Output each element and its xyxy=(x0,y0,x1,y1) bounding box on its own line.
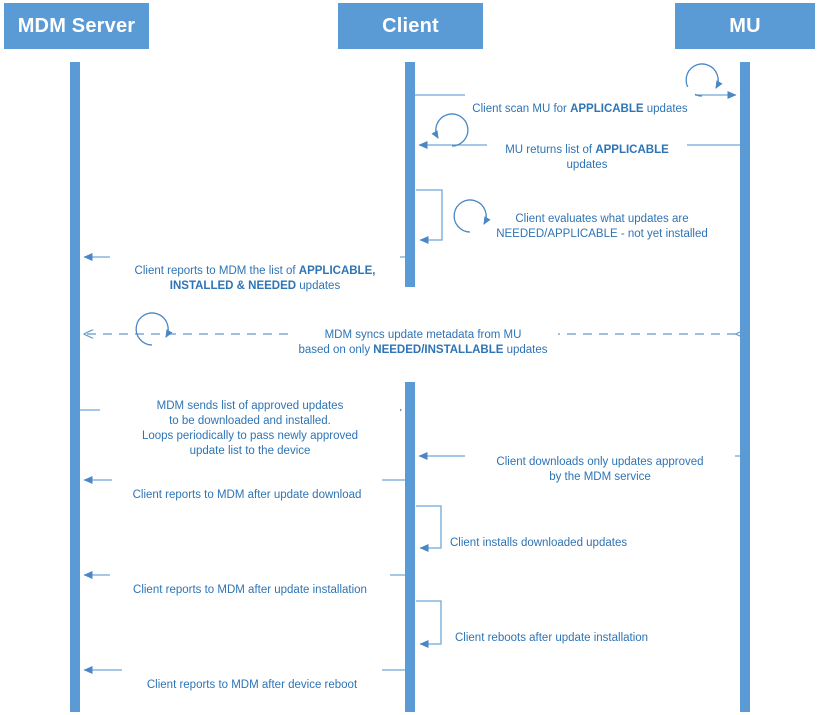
message-label-m5: MDM syncs update metadata from MU based … xyxy=(288,313,558,358)
message-text-m8: Client reports to MDM after update downl… xyxy=(132,489,362,501)
actor-label-client: Client xyxy=(382,14,439,37)
lifeline-mdm-server xyxy=(70,62,80,712)
message-text-m2-b: APPLICABLE xyxy=(595,144,669,156)
actor-label-mu: MU xyxy=(729,14,761,37)
message-text-m4-c: updates xyxy=(296,280,341,292)
message-text-m5-c: updates xyxy=(503,344,548,356)
self-loop-icon-m3 xyxy=(453,199,491,233)
message-text-m6: MDM sends list of approved updates to be… xyxy=(141,400,359,457)
self-loop-icon-m5 xyxy=(135,312,173,346)
message-text-m1-a: Client scan MU for xyxy=(472,103,571,115)
message-label-m2: MU returns list of APPLICABLE updates xyxy=(487,128,687,173)
message-text-m1-c: updates xyxy=(643,103,688,115)
message-label-m10: Client reports to MDM after update insta… xyxy=(110,568,390,598)
message-label-m8: Client reports to MDM after update downl… xyxy=(112,473,382,503)
lifeline-client-segment-lower xyxy=(405,382,415,712)
message-text-m2-c: updates xyxy=(566,159,608,171)
message-label-m12: Client reports to MDM after device reboo… xyxy=(122,663,382,693)
self-bracket-m3 xyxy=(416,189,443,244)
message-text-m5-b: NEEDED/INSTALLABLE xyxy=(373,344,504,356)
message-text-m4-a: Client reports to MDM the list of xyxy=(134,265,299,277)
message-label-m7: Client downloads only updates approved b… xyxy=(465,440,735,485)
message-label-m4: Client reports to MDM the list of APPLIC… xyxy=(110,249,400,294)
message-label-m11: Client reboots after update installation xyxy=(455,616,685,646)
message-label-m6: MDM sends list of approved updates to be… xyxy=(100,384,400,459)
message-text-m9: Client installs downloaded updates xyxy=(450,537,628,549)
message-label-m9: Client installs downloaded updates xyxy=(450,521,670,551)
message-text-m2-a: MU returns list of xyxy=(505,144,596,156)
message-text-m10: Client reports to MDM after update insta… xyxy=(133,584,367,596)
message-label-m1: Client scan MU for APPLICABLE updates xyxy=(465,87,695,117)
message-text-m11: Client reboots after update installation xyxy=(455,632,649,644)
self-bracket-m9 xyxy=(416,505,442,552)
message-text-m4-b: APPLICABLE, INSTALLED & NEEDED xyxy=(169,265,376,292)
self-bracket-m11 xyxy=(416,600,442,648)
actor-label-mdm-server: MDM Server xyxy=(17,14,136,37)
self-loop-icon-m2 xyxy=(431,113,469,147)
actor-header-mdm-server[interactable]: MDM Server xyxy=(4,3,149,49)
message-text-m1-b: APPLICABLE xyxy=(570,103,644,115)
lifeline-mu xyxy=(740,62,750,712)
message-label-m3: Client evaluates what updates are NEEDED… xyxy=(487,197,717,242)
message-text-m5-a: MDM syncs update metadata from MU based … xyxy=(298,329,522,356)
message-text-m7: Client downloads only updates approved b… xyxy=(496,456,704,483)
message-self-m11 xyxy=(416,600,442,648)
lifeline-client-segment-upper xyxy=(405,62,415,287)
message-text-m3: Client evaluates what updates are NEEDED… xyxy=(496,213,708,240)
message-self-m3 xyxy=(416,189,491,244)
actor-header-mu[interactable]: MU xyxy=(675,3,815,49)
message-text-m12: Client reports to MDM after device reboo… xyxy=(146,679,358,691)
actor-header-client[interactable]: Client xyxy=(338,3,483,49)
message-self-m9 xyxy=(416,505,442,552)
